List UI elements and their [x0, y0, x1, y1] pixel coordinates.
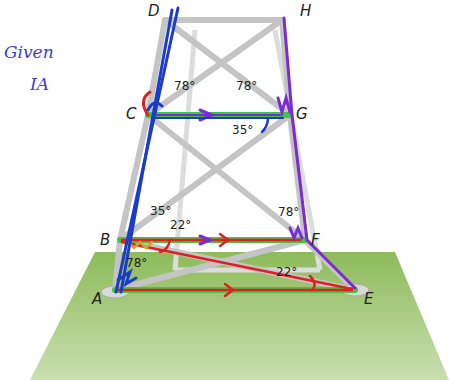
point-label: H [300, 4, 311, 19]
angle-label: 78° [278, 206, 299, 218]
angle-label: 78° [236, 80, 257, 92]
handwritten-note: Given [4, 44, 54, 61]
point-label: B [100, 233, 110, 248]
angle-label: 35° [232, 124, 253, 136]
ground [30, 252, 449, 380]
blue-ink [116, 8, 283, 292]
point-label: F [311, 233, 320, 248]
point-label: C [126, 107, 136, 122]
point-label: A [92, 292, 102, 307]
angle-label: 22° [276, 266, 297, 278]
purple-ink [155, 18, 355, 288]
angle-label: 35° [150, 205, 171, 217]
angle-label: 22° [170, 219, 191, 231]
point-label: E [364, 292, 373, 307]
green-bars [115, 115, 355, 290]
point-label: G [296, 107, 308, 122]
tower-feet [101, 284, 369, 298]
tower-beams [115, 20, 355, 290]
angle-label: 78° [174, 80, 195, 92]
point-label: D [148, 4, 160, 19]
handwritten-note: IA [30, 76, 49, 93]
angle-label: 78° [126, 257, 147, 269]
